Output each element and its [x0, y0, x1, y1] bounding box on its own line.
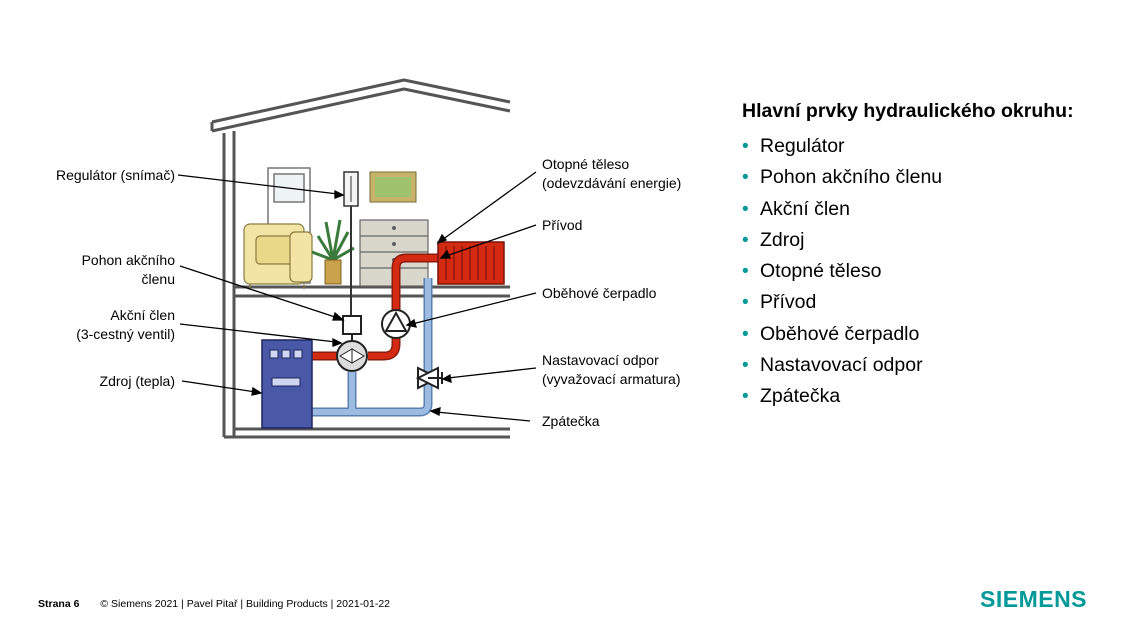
- leader-lines: [177, 171, 537, 422]
- bullet-icon: •: [742, 198, 749, 220]
- list-item: •Nastavovací odpor: [742, 350, 1102, 381]
- return-pipe: [312, 278, 433, 417]
- label-source: Zdroj (tepla): [99, 373, 175, 389]
- label-actuator: Pohon akčního členu: [81, 252, 175, 287]
- wall-picture: [369, 171, 417, 203]
- list-item: •Zpátečka: [742, 381, 1102, 412]
- label-pump: Oběhové čerpadlo: [542, 285, 657, 301]
- regulator-sensor: [343, 171, 359, 316]
- bullet-icon: •: [742, 136, 749, 157]
- three-way-valve: [336, 340, 368, 372]
- bullet-icon: •: [742, 355, 749, 377]
- radiator: [437, 241, 505, 285]
- elements-panel: Hlavní prvky hydraulického okruhu: •Regu…: [742, 97, 1102, 413]
- list-item: •Akční člen: [742, 194, 1102, 225]
- bullet-icon: •: [742, 323, 749, 345]
- elements-list: •Regulátor •Pohon akčního členu •Akční č…: [742, 131, 1102, 413]
- boiler: [261, 339, 313, 429]
- list-item: •Oběhové čerpadlo: [742, 319, 1102, 350]
- list-item: •Regulátor: [742, 131, 1102, 162]
- panel-title: Hlavní prvky hydraulického okruhu:: [742, 100, 1074, 122]
- bullet-icon: •: [742, 229, 749, 251]
- label-return: Zpátečka: [542, 413, 600, 429]
- balancing-valve: [415, 366, 443, 390]
- footer: Strana 6 © Siemens 2021 | Pavel Pitař | …: [38, 598, 390, 610]
- circulation-pump: [381, 309, 411, 339]
- label-valve: Akční člen (3-cestný ventil): [76, 307, 175, 342]
- bullet-icon: •: [742, 386, 749, 408]
- armchair: [243, 223, 313, 289]
- label-regulator: Regulátor (snímač): [55, 167, 175, 183]
- page-number: Strana 6: [38, 598, 80, 610]
- label-balancing: Nastavovací odpor (vyvažovací armatura): [542, 352, 681, 387]
- bullet-icon: •: [742, 261, 749, 283]
- footer-text: © Siemens 2021 | Pavel Pitař | Building …: [100, 598, 391, 610]
- actuator: [342, 315, 362, 342]
- bullet-icon: •: [742, 292, 749, 314]
- bullet-icon: •: [742, 167, 749, 189]
- plant: [311, 219, 355, 285]
- label-radiator: Otopné těleso (odevzdávání energie): [542, 156, 682, 191]
- list-item: •Pohon akčního členu: [742, 162, 1102, 193]
- label-supply: Přívod: [542, 217, 583, 233]
- list-item: •Přívod: [742, 287, 1102, 318]
- siemens-logo: SIEMENS: [980, 586, 1088, 612]
- list-item: •Otopné těleso: [742, 256, 1102, 287]
- list-item: •Zdroj: [742, 225, 1102, 256]
